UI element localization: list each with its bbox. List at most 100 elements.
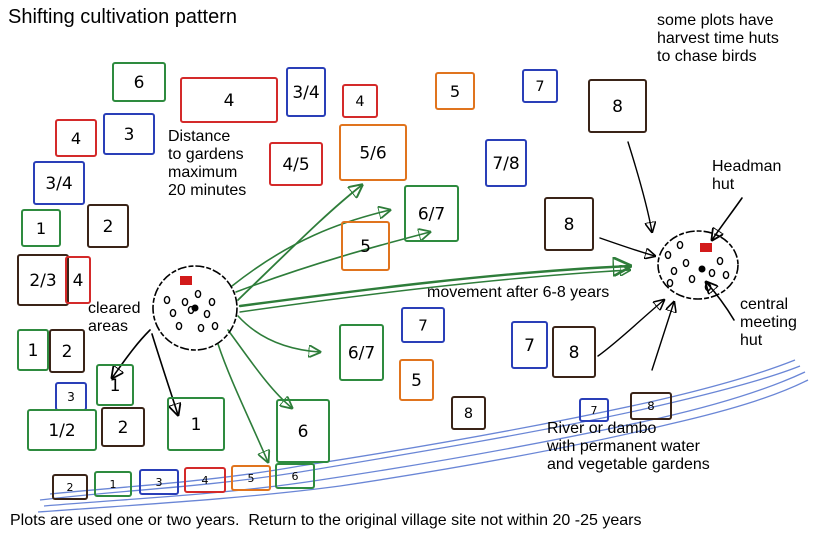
hut-dot: [664, 250, 672, 260]
plot-brown: 8: [630, 392, 672, 420]
hut-dot: [722, 270, 730, 280]
river-line: [37, 379, 809, 513]
plot-outline: [139, 469, 179, 495]
hut-dot: [716, 256, 724, 266]
plot-label: 2: [103, 217, 114, 237]
hut-dot: [670, 266, 678, 276]
plot-blue: 7: [511, 321, 548, 369]
plot-outline: [579, 398, 609, 422]
plot-outline: [112, 62, 166, 102]
plot-label: 3: [156, 476, 163, 489]
plot-blue: 3/4: [33, 161, 85, 205]
plot-red: 4: [55, 119, 97, 157]
plot-green: 1: [21, 209, 61, 247]
plot-label: 8: [569, 343, 580, 363]
plot-label: 4: [202, 474, 209, 487]
plot-label: 5: [248, 472, 255, 485]
plot-label: 2/3: [29, 271, 56, 291]
plot-label: 7: [591, 404, 598, 417]
hut-dot: [676, 240, 684, 250]
hut-dot: [688, 274, 696, 284]
village-outline: [152, 265, 238, 351]
plot-green: 6: [112, 62, 166, 102]
plot-label: 1: [110, 478, 117, 491]
plot-outline: [49, 329, 85, 373]
central-meeting-hut-label: central meeting hut: [740, 296, 797, 349]
plot-label: 8: [564, 215, 575, 235]
arrow-to-plot: [237, 315, 320, 352]
plot-label: 3: [67, 390, 75, 404]
plot-outline: [21, 209, 61, 247]
plot-outline: [544, 197, 594, 251]
plot-brown: 2/3: [17, 254, 69, 306]
headman-hut-label: Headman hut: [712, 158, 782, 193]
plot-green: 1/2: [27, 409, 97, 451]
plot-outline: [339, 324, 384, 381]
plot-outline: [96, 364, 134, 406]
plot-label: 4: [224, 91, 235, 111]
arrows: [112, 141, 743, 462]
plot-outline: [275, 463, 315, 489]
plot-label: 6: [134, 73, 145, 93]
plot-brown: 8: [588, 79, 647, 133]
plot-outline: [33, 161, 85, 205]
plot-label: 5: [411, 371, 422, 391]
plot-to-village-line: [627, 141, 652, 232]
plot-red: 4: [342, 84, 378, 118]
headman-hut-mark: [180, 276, 192, 285]
plot-orange: 5: [341, 221, 390, 271]
plot-to-village-line: [651, 302, 674, 371]
plot-green: 6: [275, 463, 315, 489]
plot-label: 4/5: [282, 155, 309, 175]
plot-label: 4: [73, 271, 84, 291]
plot-brown: 8: [544, 197, 594, 251]
plot-label: 5: [360, 237, 371, 257]
plot-green: 6: [276, 399, 330, 463]
hut-dot: [708, 268, 716, 278]
hut-dot: [163, 295, 171, 305]
plot-orange: 5/6: [339, 124, 407, 181]
plot-outline: [55, 119, 97, 157]
plot-brown: 8: [451, 396, 486, 430]
movement-arrow: [238, 266, 630, 308]
plot-label: 3/4: [45, 174, 72, 194]
plot-label: 7: [418, 317, 428, 335]
plot-outline: [485, 139, 527, 187]
plot-green: 1: [167, 397, 225, 451]
plot-label: 6/7: [348, 344, 375, 364]
plot-label: 2: [67, 481, 74, 494]
plot-orange: 5: [231, 465, 271, 491]
plot-label: 6/7: [418, 205, 445, 225]
plot-label: 1: [36, 219, 46, 238]
plot-label: 3: [124, 125, 135, 145]
plot-outline: [552, 326, 596, 378]
plot-outline: [65, 256, 91, 304]
plot-outline: [435, 72, 475, 110]
plot-green: 1: [96, 364, 134, 406]
river-line: [49, 359, 796, 495]
plot-orange: 5: [435, 72, 475, 110]
plot-label: 4: [71, 129, 81, 148]
plot-outline: [167, 397, 225, 451]
arrow-to-plot: [231, 210, 390, 287]
plot-green: 1: [94, 471, 132, 497]
plot-label: 7: [524, 336, 535, 356]
river-line: [39, 365, 801, 501]
plot-label: 7/8: [492, 154, 519, 174]
plot-outline: [630, 392, 672, 420]
plot-outline: [184, 467, 226, 493]
new-village: [657, 230, 739, 300]
plot-outline: [87, 204, 129, 248]
plot-brown: 2: [49, 329, 85, 373]
plot-outline: [101, 407, 145, 447]
plot-outline: [94, 471, 132, 497]
hut-dot: [208, 297, 216, 307]
plot-label: 1: [191, 415, 202, 435]
arrow-to-plot: [227, 329, 292, 408]
plot-blue: 7: [579, 398, 609, 422]
plot-outline: [276, 399, 330, 463]
headman-pointer: [712, 197, 743, 240]
hut-dot: [175, 321, 183, 331]
plot-outline: [451, 396, 486, 430]
